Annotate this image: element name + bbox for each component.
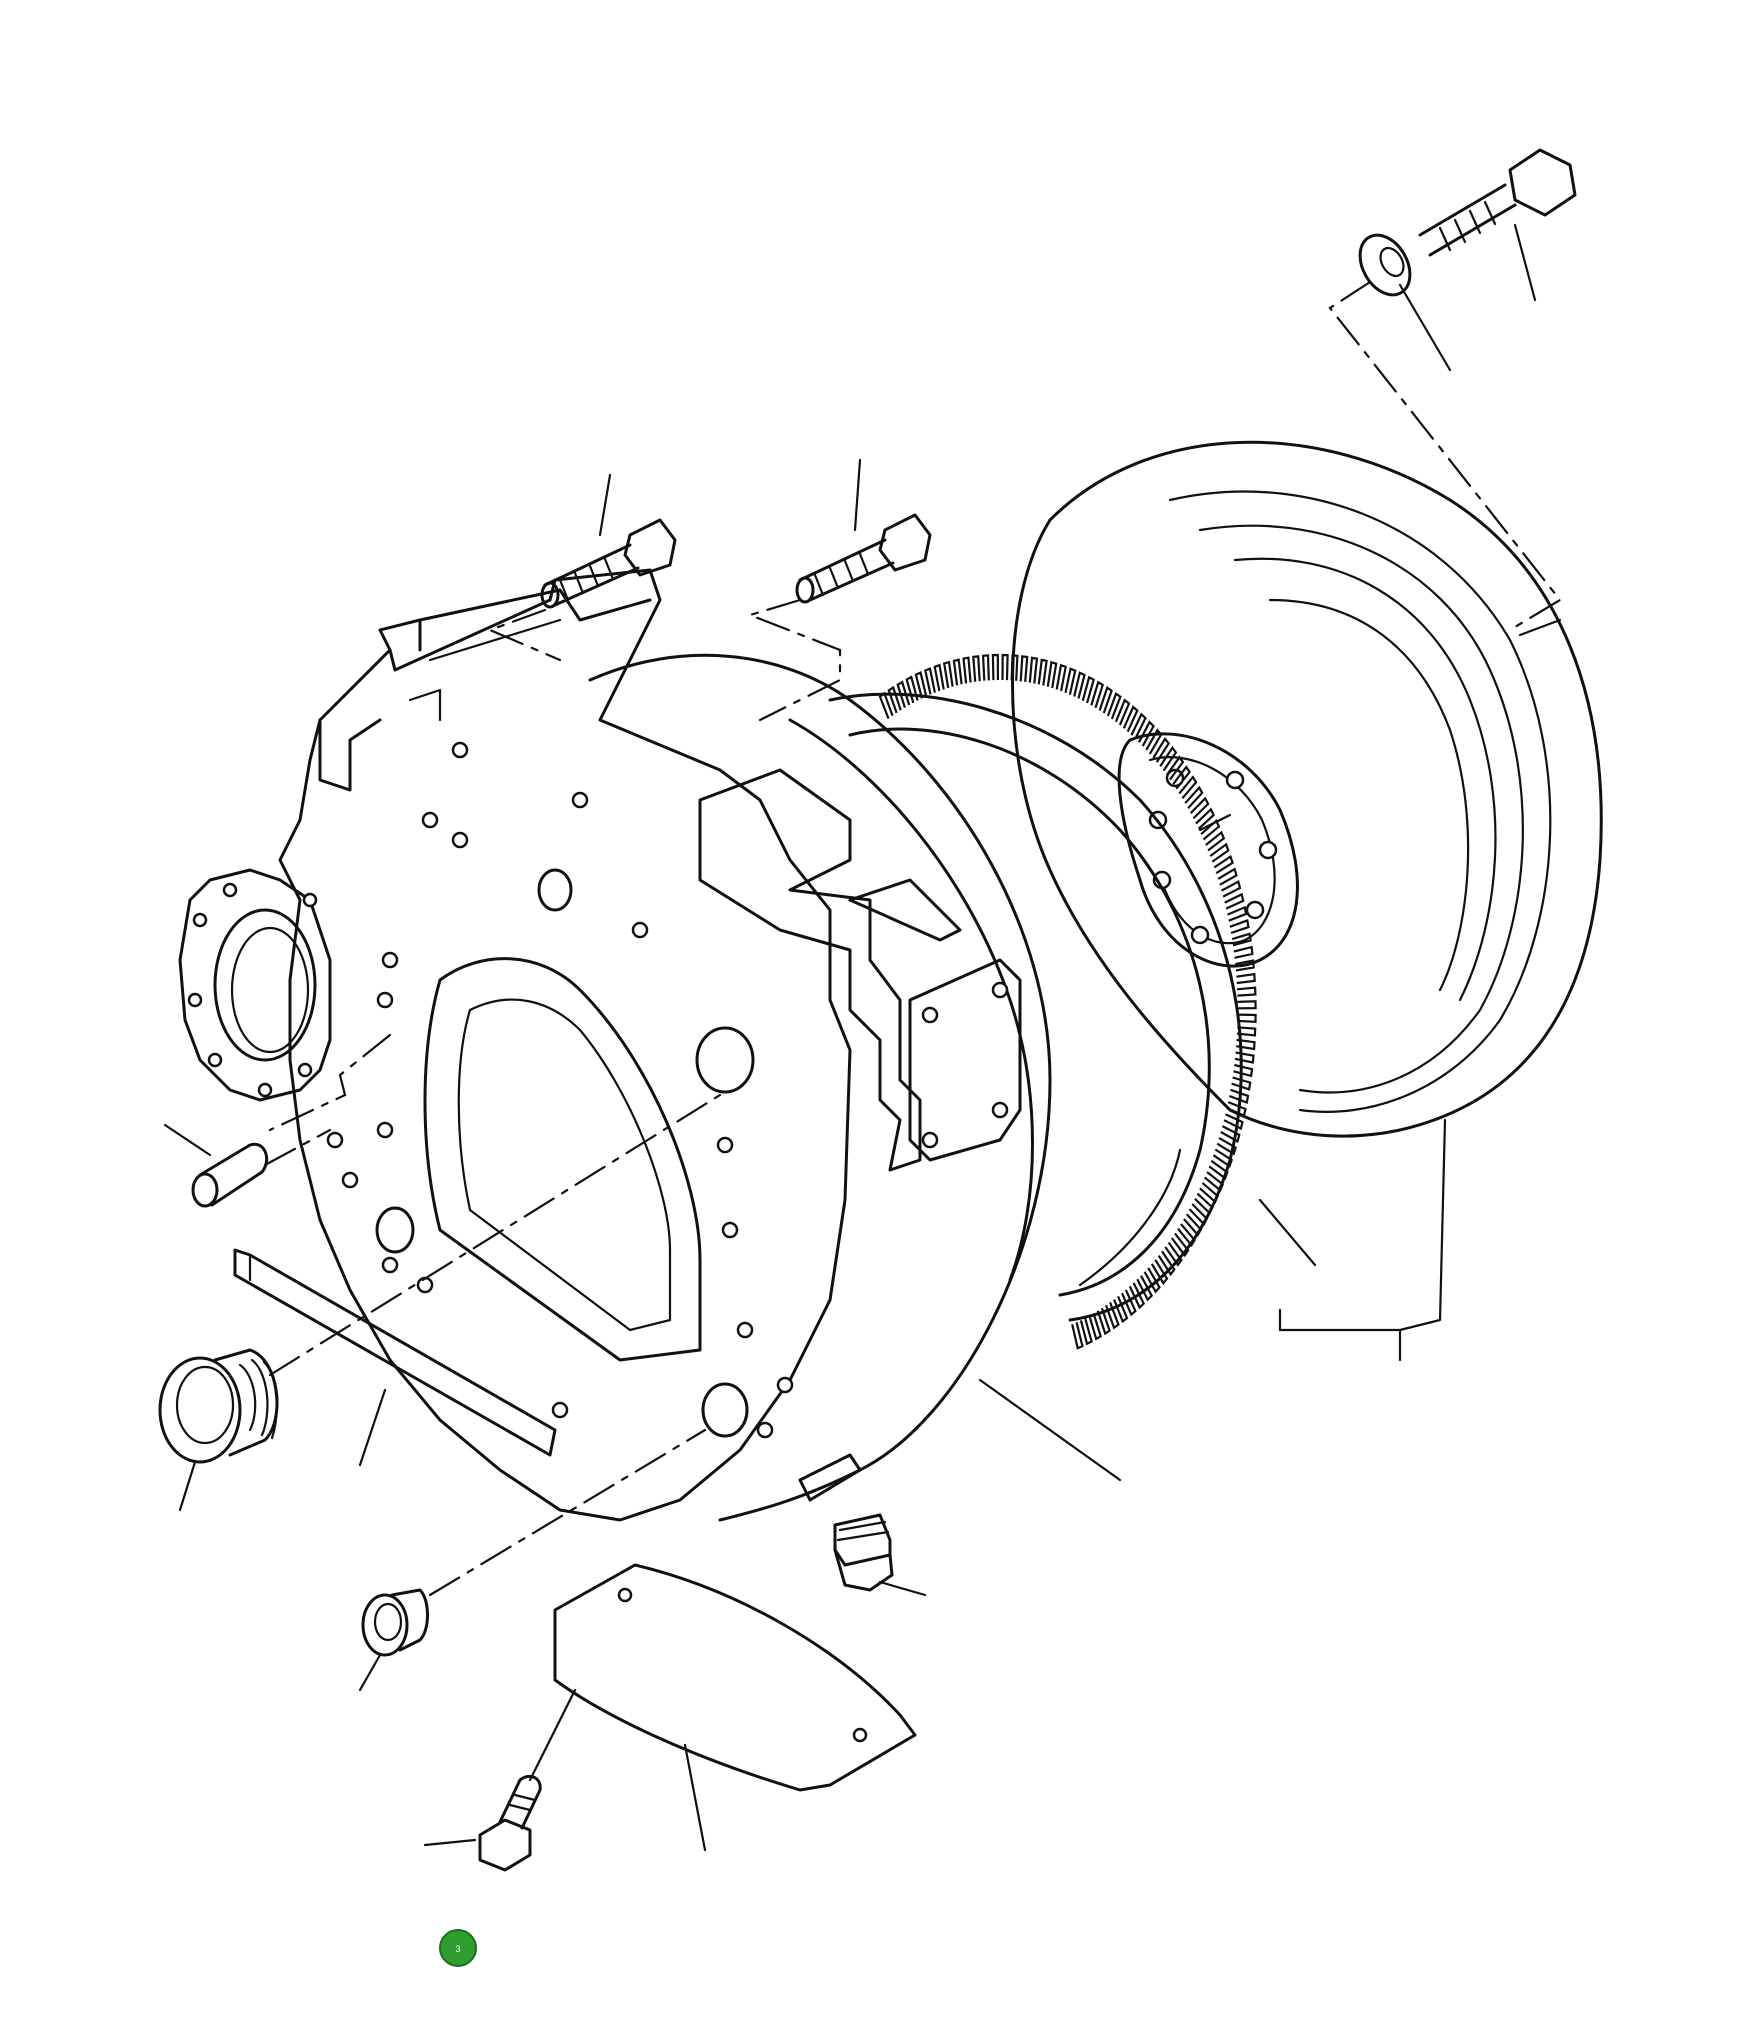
drain-plug (833, 1513, 894, 1592)
callout-marker[interactable]: 3 (439, 1929, 477, 1967)
seal-strip (233, 1248, 557, 1457)
ring-gear (828, 653, 1257, 1350)
cover-plate-bolt (478, 1774, 542, 1872)
flywheel-bolt (1418, 148, 1577, 257)
leader-lines (163, 223, 1562, 1852)
housing-bolt-right (795, 513, 932, 604)
large-plug (158, 1348, 279, 1464)
callout-marker-label: 3 (455, 1944, 460, 1954)
small-plug (361, 1588, 429, 1657)
cover-plate (553, 1563, 917, 1792)
flywheel (1011, 440, 1603, 1138)
assembly-centerlines (263, 280, 1562, 1597)
dowel-pin (191, 1142, 269, 1208)
flywheel-washer (1358, 233, 1412, 297)
housing-bolt-left (540, 518, 677, 609)
callout-marker-dot[interactable] (439, 1929, 477, 1967)
flywheel-housing (178, 568, 1052, 1522)
